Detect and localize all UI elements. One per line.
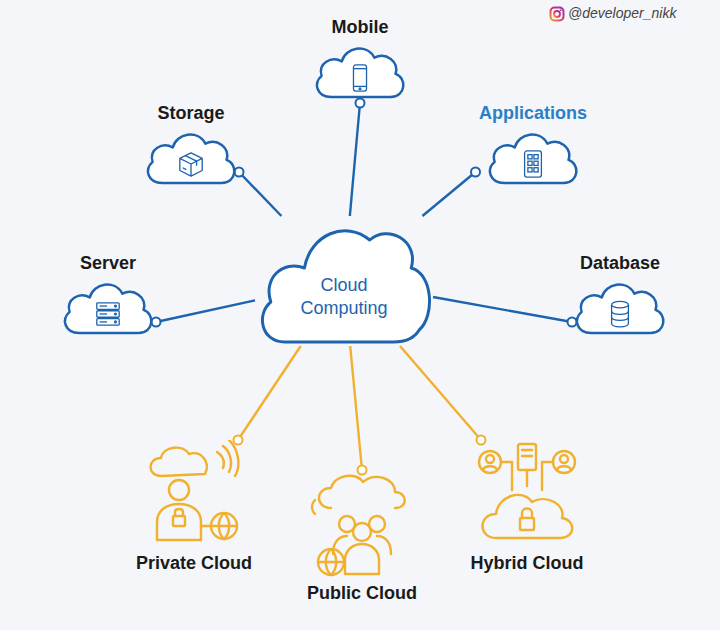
cloud-outline	[65, 285, 151, 333]
connector-line	[238, 346, 301, 440]
node-label: Database	[572, 252, 668, 274]
connector-line	[239, 172, 281, 216]
connector-line	[400, 346, 481, 440]
service-node: Database	[572, 252, 668, 339]
service-icon	[97, 303, 119, 325]
service-cloud	[60, 277, 156, 339]
hub-label: Cloud Computing	[288, 274, 400, 320]
service-node: Applications	[476, 102, 591, 189]
node-label: Public Cloud	[304, 582, 420, 604]
cloud-outline	[490, 135, 576, 183]
connector	[234, 346, 301, 445]
node-label: Private Cloud	[133, 552, 256, 574]
connector	[422, 168, 480, 217]
cloud-type-illustration	[479, 444, 575, 538]
connector	[152, 300, 256, 326]
connector-line	[156, 300, 255, 322]
cloud-type-icon	[139, 440, 249, 548]
connector	[350, 99, 365, 217]
service-icon	[525, 151, 542, 177]
service-icon	[180, 153, 202, 176]
service-icon	[353, 65, 366, 91]
cloud-outline	[148, 135, 234, 183]
instagram-glyph	[549, 6, 565, 22]
cloud-type-illustration	[312, 476, 405, 575]
connector	[350, 346, 366, 475]
connector-dot	[235, 168, 244, 177]
connector	[400, 346, 485, 445]
service-node: Hybrid Cloud	[468, 440, 587, 574]
service-cloud	[143, 127, 239, 189]
service-cloud	[572, 277, 668, 339]
connector-line	[433, 297, 572, 322]
service-node: Storage	[143, 102, 239, 189]
connector	[433, 297, 577, 326]
node-label: Applications	[476, 102, 591, 124]
connector	[235, 168, 282, 217]
watermark: @developer_nikk	[568, 5, 676, 21]
connector-dot	[356, 99, 365, 108]
connector-line	[350, 103, 360, 216]
connector-line	[422, 172, 475, 216]
service-node: Server	[60, 252, 156, 339]
connector-dot	[477, 436, 486, 445]
node-label: Hybrid Cloud	[468, 552, 587, 574]
connector-dot	[152, 318, 161, 327]
cloud-type-icon	[472, 440, 582, 548]
service-icon	[612, 301, 629, 326]
service-cloud	[485, 127, 581, 189]
connector-dot	[234, 436, 243, 445]
node-label: Server	[60, 252, 156, 274]
cloud-type-icon	[307, 470, 417, 578]
cloud-outline	[577, 285, 663, 333]
node-label: Mobile	[312, 16, 408, 38]
service-cloud	[312, 41, 408, 103]
node-label: Storage	[143, 102, 239, 124]
service-node: Private Cloud	[133, 440, 256, 574]
service-node: Public Cloud	[304, 470, 420, 604]
service-node: Mobile	[312, 16, 408, 103]
connector-dot	[568, 318, 577, 327]
connector-dot	[358, 466, 367, 475]
cloud-outline	[262, 231, 429, 342]
cloud-type-illustration	[151, 440, 239, 540]
hub-cloud: Cloud Computing	[255, 216, 433, 346]
connector-dot	[471, 168, 480, 177]
cloud-outline	[317, 49, 403, 97]
connector-line	[350, 346, 362, 470]
